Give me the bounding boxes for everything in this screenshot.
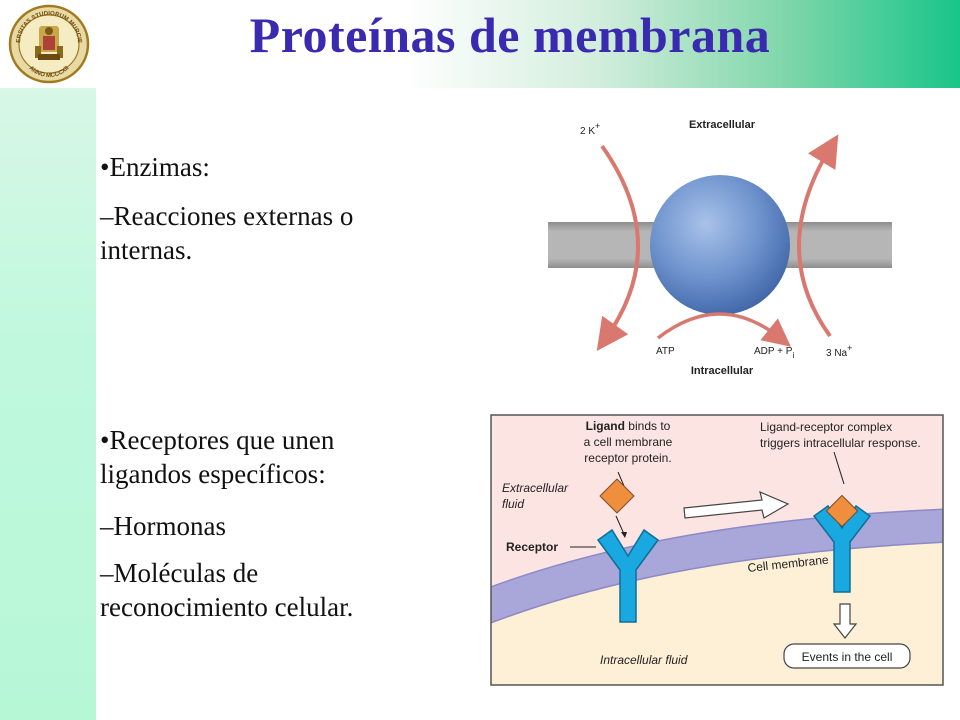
pump-protein [650,175,790,315]
left-decorative-band [0,88,96,720]
events-box-text: Events in the cell [802,650,893,664]
ligand-caption-line2: a cell membrane [584,435,673,449]
intracellular-fluid-label: Intracellular fluid [600,653,688,667]
extracellular-label: Extracellular [689,119,756,131]
k-ion-arrow [596,144,640,352]
receptor-label: Receptor [506,540,558,554]
events-box [783,643,911,669]
ligand-caption-line3: receptor protein. [584,451,671,465]
university-seal-logo: UNIVERSITAS STUDIORUM MURCIENSIS ANNO MC… [8,4,90,84]
potassium-label: 2 K+ [580,121,600,137]
complex-caption-line1: Ligand-receptor complex [760,420,892,434]
na-ion-arrow [797,134,839,338]
extracellular-fluid-label: Extracellular [502,481,569,495]
slide-title: Proteínas de membrana [249,7,771,63]
title-bar [0,0,960,88]
bullet-enzimas: •Enzimas: [100,152,210,182]
transition-arrow [683,490,790,519]
sodium-label: 3 Na+ [826,343,852,359]
response-arrow [832,603,858,639]
intracellular-label: Intracellular [691,365,754,377]
receptor-protein-unbound [596,528,660,623]
sub-bullet-moleculas: –Moléculas de reconocimiento celular. [100,558,354,622]
sub-bullet-reacciones: –Reacciones externas o internas. [100,201,354,265]
atp-label: ATP [656,346,675,357]
atp-hydrolysis-arrow [656,312,791,347]
ligand-receptor-figure: Ligand binds to a cell membrane receptor… [490,414,944,686]
sub-bullet-hormonas: –Hormonas [100,511,226,541]
complex-caption-line2: triggers intracellular response. [760,436,921,450]
ligand-free [599,478,635,514]
ligand-bound [825,494,859,528]
sodium-potassium-pump-figure: Extracellular Intracellular 2 K+ 3 Na+ A… [548,119,892,377]
adp-label: ADP + Pi [754,346,794,360]
ligand-caption: Ligand binds to [586,419,671,433]
bullet-receptores: •Receptores que unen ligandos específico… [100,425,335,489]
extracellular-fluid-label-line2: fluid [502,497,524,511]
